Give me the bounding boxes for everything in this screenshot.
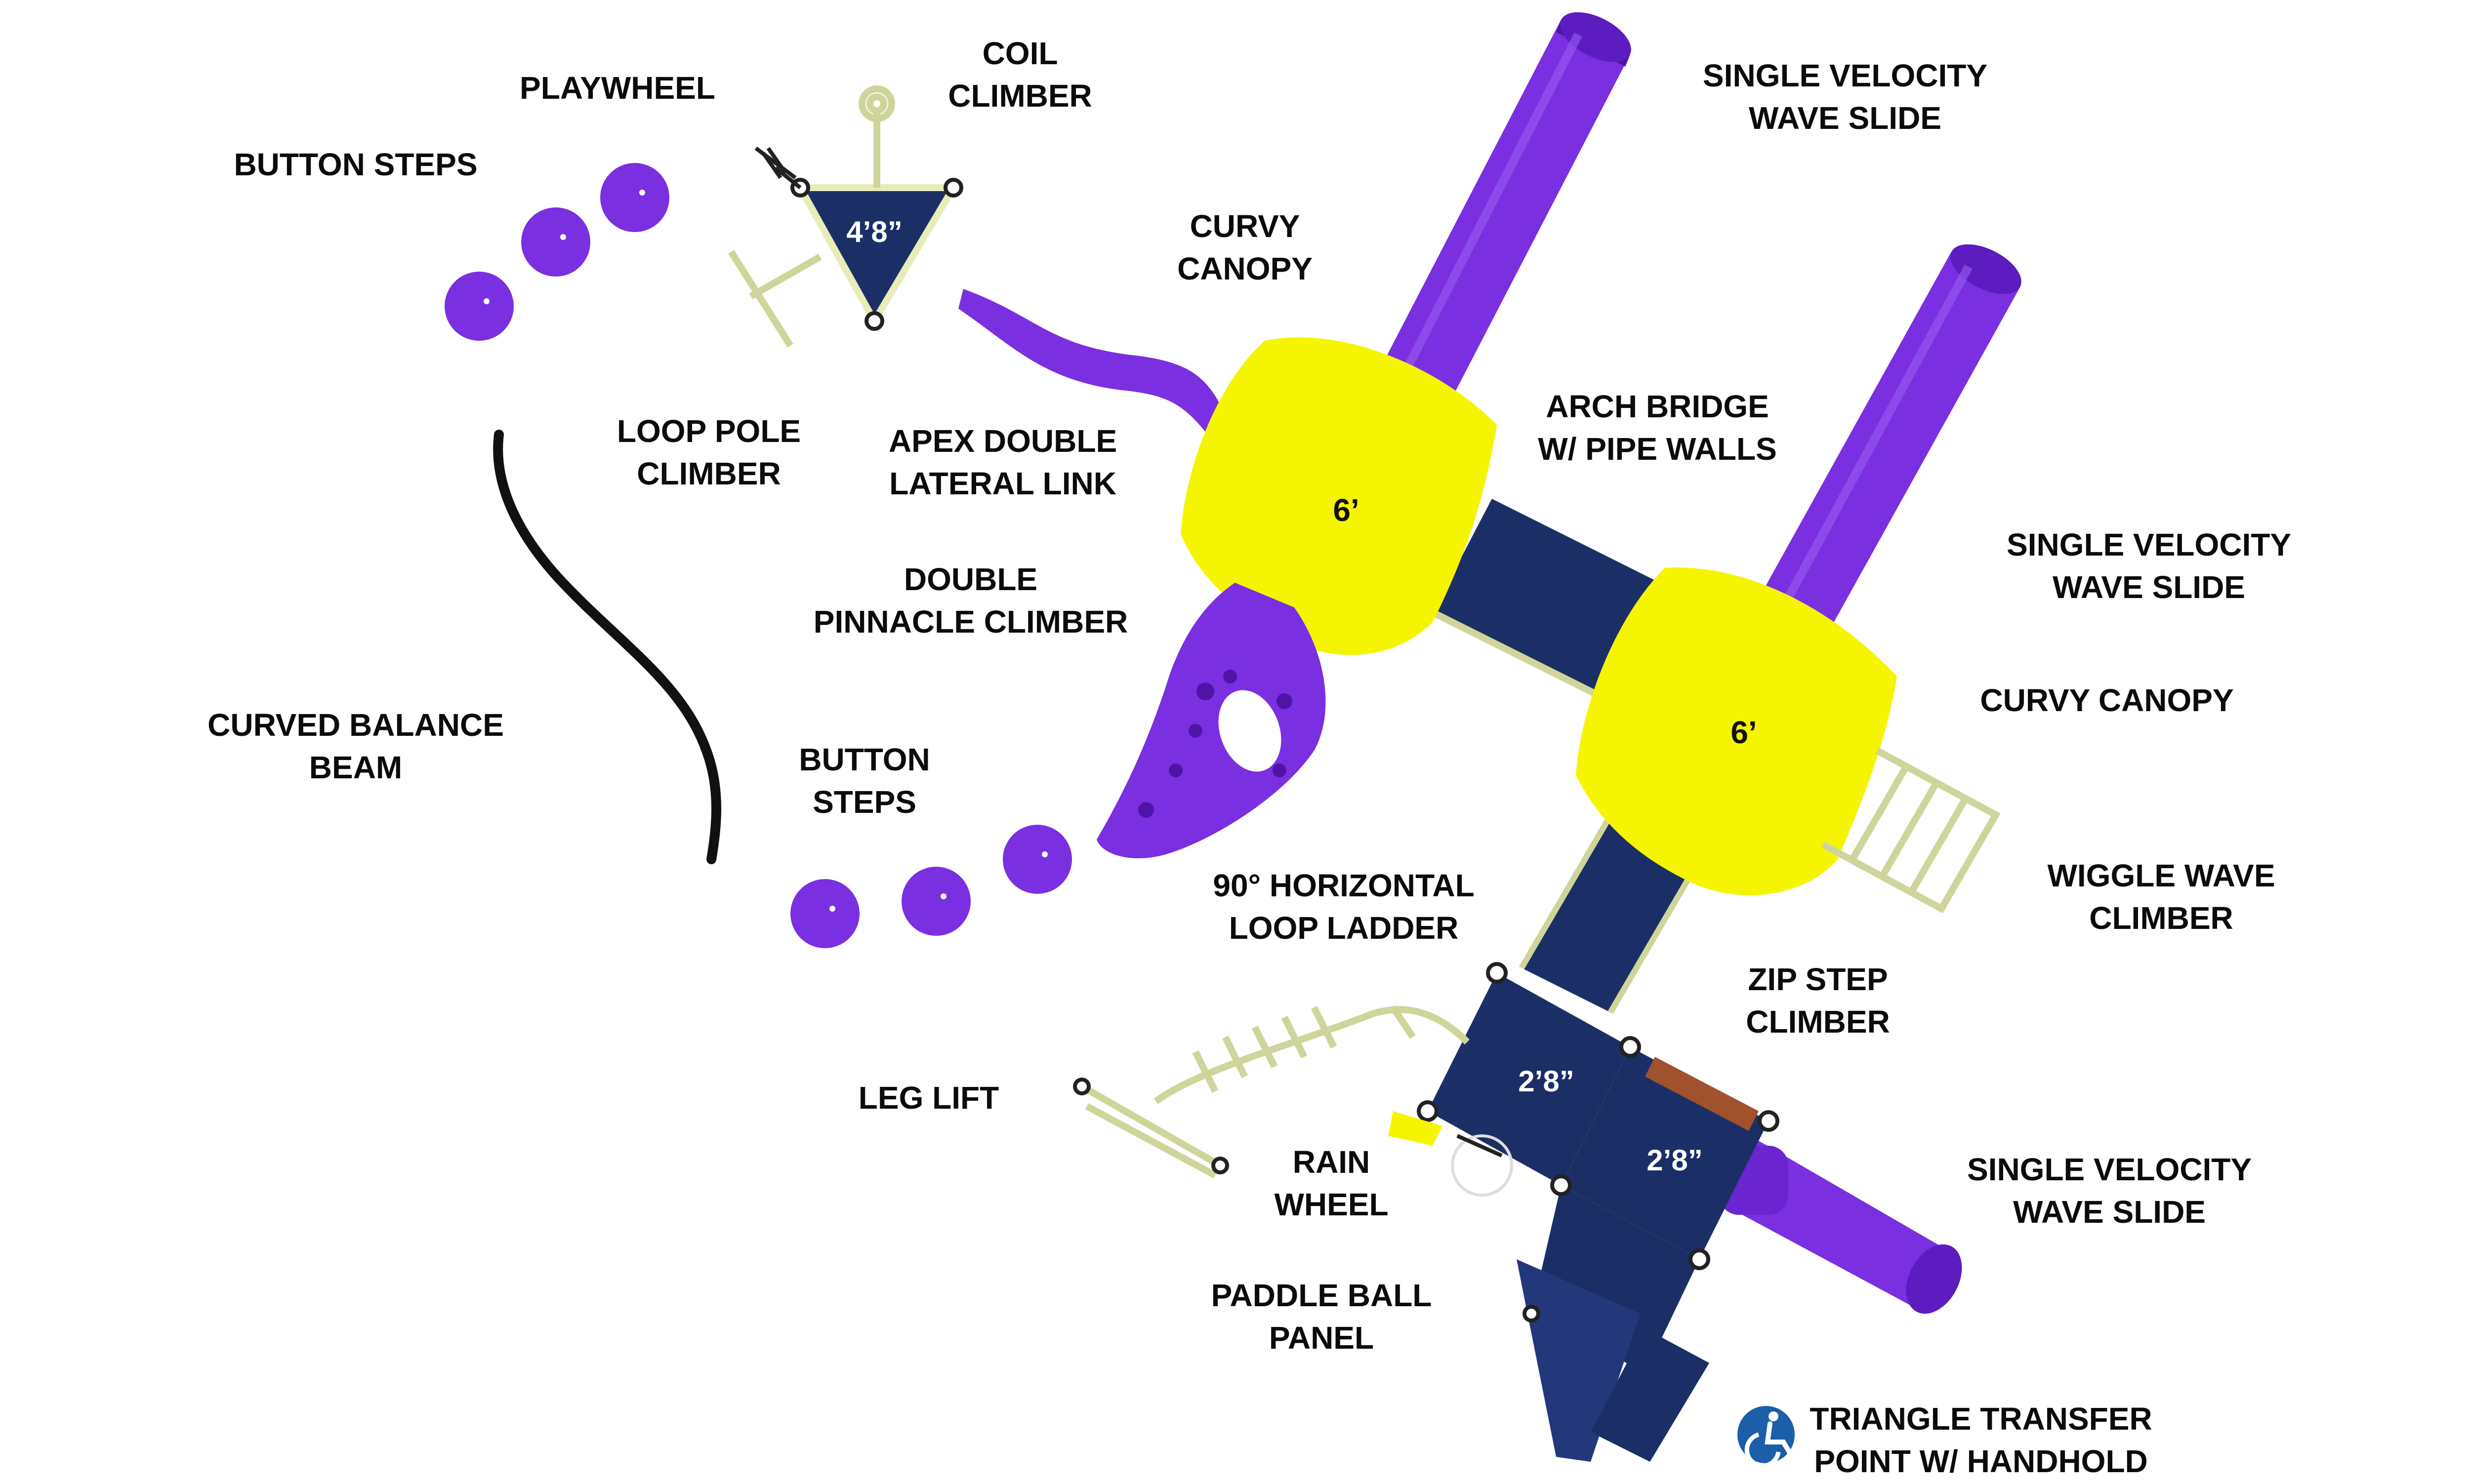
deck-low-1-height: 2’8”	[1518, 1065, 1574, 1098]
label-coil-climber: COIL CLIMBER	[948, 36, 1092, 114]
curvy-canopy-1	[1181, 337, 1497, 655]
label-button-steps-mid: BUTTON STEPS	[799, 742, 930, 820]
curved-balance-beam	[493, 430, 721, 864]
double-pinnacle-climber	[1097, 583, 1326, 859]
label-curved-balance-beam: CURVED BALANCE BEAM	[207, 707, 504, 785]
label-rain-wheel: RAIN WHEEL	[1274, 1144, 1389, 1222]
deck-posts	[1417, 962, 1779, 1323]
label-single-velocity-1: SINGLE VELOCITY WAVE SLIDE	[1702, 58, 1988, 136]
label-single-velocity-2: SINGLE VELOCITY WAVE SLIDE	[2006, 527, 2292, 605]
label-arch-bridge: ARCH BRIDGE W/ PIPE WALLS	[1538, 389, 1777, 467]
label-curvy-canopy-2: CURVY CANOPY	[1980, 682, 2234, 718]
label-triangle-transfer: TRIANGLE TRANSFER POINT W/ HANDHOLD	[1810, 1401, 2152, 1479]
zip-step-climber	[1645, 1057, 1759, 1131]
label-apex-double-link: APEX DOUBLE LATERAL LINK	[888, 423, 1117, 501]
leg-lift	[1073, 1078, 1229, 1179]
label-wiggle-wave: WIGGLE WAVE CLIMBER	[2047, 858, 2275, 936]
wheelchair-accessibility-icon	[1737, 1406, 1795, 1468]
curvy-canopy-2	[1576, 567, 1897, 895]
wave-slide-right	[1729, 244, 2021, 686]
label-single-velocity-3: SINGLE VELOCITY WAVE SLIDE	[1967, 1152, 2252, 1230]
triangle-deck-height: 4’8”	[846, 215, 902, 248]
button-steps-mid	[790, 825, 1072, 948]
canopy-deck-2-height: 6’	[1730, 715, 1757, 750]
apex-double-lateral-link	[958, 289, 1230, 444]
triangle-transfer-platform	[1517, 1259, 1640, 1462]
label-playwheel: PLAYWHEEL	[520, 70, 715, 106]
label-leg-lift: LEG LIFT	[858, 1080, 999, 1116]
deck-low-1	[1428, 973, 1630, 1185]
playwheel	[754, 146, 802, 190]
rain-wheel	[1388, 1111, 1513, 1197]
label-paddle-ball: PADDLE BALL PANEL	[1211, 1278, 1432, 1356]
button-steps-top	[445, 163, 669, 341]
loop-pole-climber	[728, 250, 822, 348]
canopy-deck-1-height: 6’	[1333, 492, 1359, 528]
label-zip-step: ZIP STEP CLIMBER	[1746, 962, 1890, 1040]
wiggle-wave-climber	[1821, 747, 2001, 914]
label-double-pinnacle: DOUBLE PINNACLE CLIMBER	[813, 562, 1128, 640]
label-loop-pole-climber: LOOP POLE CLIMBER	[617, 413, 801, 491]
label-curvy-canopy-1: CURVY CANOPY	[1177, 208, 1313, 286]
label-horizontal-loop-ladder: 90° HORIZONTAL LOOP LADDER	[1213, 868, 1475, 946]
label-button-steps-top: BUTTON STEPS	[234, 147, 478, 182]
wave-slide-top	[1354, 12, 1631, 454]
deck-low-2-height: 2’8”	[1647, 1144, 1702, 1177]
coil-climber	[859, 85, 895, 188]
wave-slide-bottom	[1719, 1141, 1962, 1314]
horizontal-loop-ladder	[1153, 1005, 1470, 1104]
